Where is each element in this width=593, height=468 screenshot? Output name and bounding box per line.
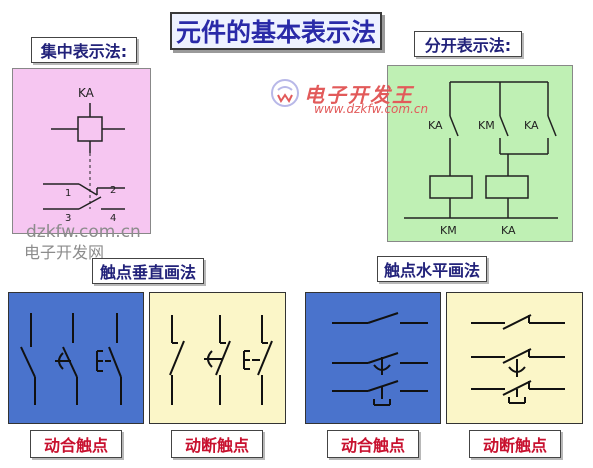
logo-url: www.dzkfw.com.cn: [314, 102, 429, 116]
logo-icon: [270, 78, 300, 108]
watermark-url: dzkfw.com.cn: [26, 222, 141, 242]
centralized-panel: KA 1 2 3 4: [12, 68, 151, 234]
page-title: 元件的基本表示法: [170, 12, 382, 50]
sep-km-label-1: KM: [478, 119, 495, 132]
sep-ka-label-1: KA: [428, 119, 443, 132]
pin4-label: 4: [110, 213, 116, 224]
horizontal-make-symbols: [332, 312, 428, 406]
break-contact-label-1: 动断触点: [171, 430, 263, 458]
break-contact-label-2: 动断触点: [469, 430, 561, 458]
separate-panel: KA KM KA KM KA: [387, 65, 573, 242]
pin1-label: 1: [65, 188, 71, 199]
ka-coil: [485, 175, 529, 199]
centralized-diagram: KA 1 2 3 4: [43, 86, 125, 224]
horizontal-break-panel: [446, 292, 583, 424]
separate-diagram: KA KM KA KM KA: [404, 81, 558, 237]
vertical-drawing-label: 触点垂直画法: [92, 258, 204, 284]
separate-label: 分开表示法:: [414, 31, 522, 57]
vertical-break-panel: [149, 292, 286, 424]
sep-ka-label-2: KA: [524, 119, 539, 132]
make-contact-label-1: 动合触点: [30, 430, 122, 458]
sep-km-label-bottom: KM: [440, 224, 457, 237]
horizontal-drawing-label: 触点水平画法: [377, 256, 487, 282]
make-contact-label-2: 动合触点: [327, 430, 419, 458]
vertical-break-symbols: [169, 315, 273, 405]
vertical-make-panel: [8, 292, 144, 424]
pin3-label: 3: [65, 213, 71, 224]
pin2-label: 2: [110, 185, 116, 196]
logo-text: 电子开发王: [304, 83, 414, 107]
watermark-site: 电子开发网: [24, 243, 105, 262]
coil-label: KA: [78, 86, 95, 100]
horizontal-make-panel: [305, 292, 441, 424]
km-coil: [429, 175, 473, 199]
sep-ka-label-bottom: KA: [501, 224, 516, 237]
coil-symbol: [77, 116, 103, 142]
horizontal-break-symbols: [471, 314, 565, 404]
centralized-label: 集中表示法:: [31, 37, 137, 63]
vertical-make-symbols: [20, 313, 122, 405]
